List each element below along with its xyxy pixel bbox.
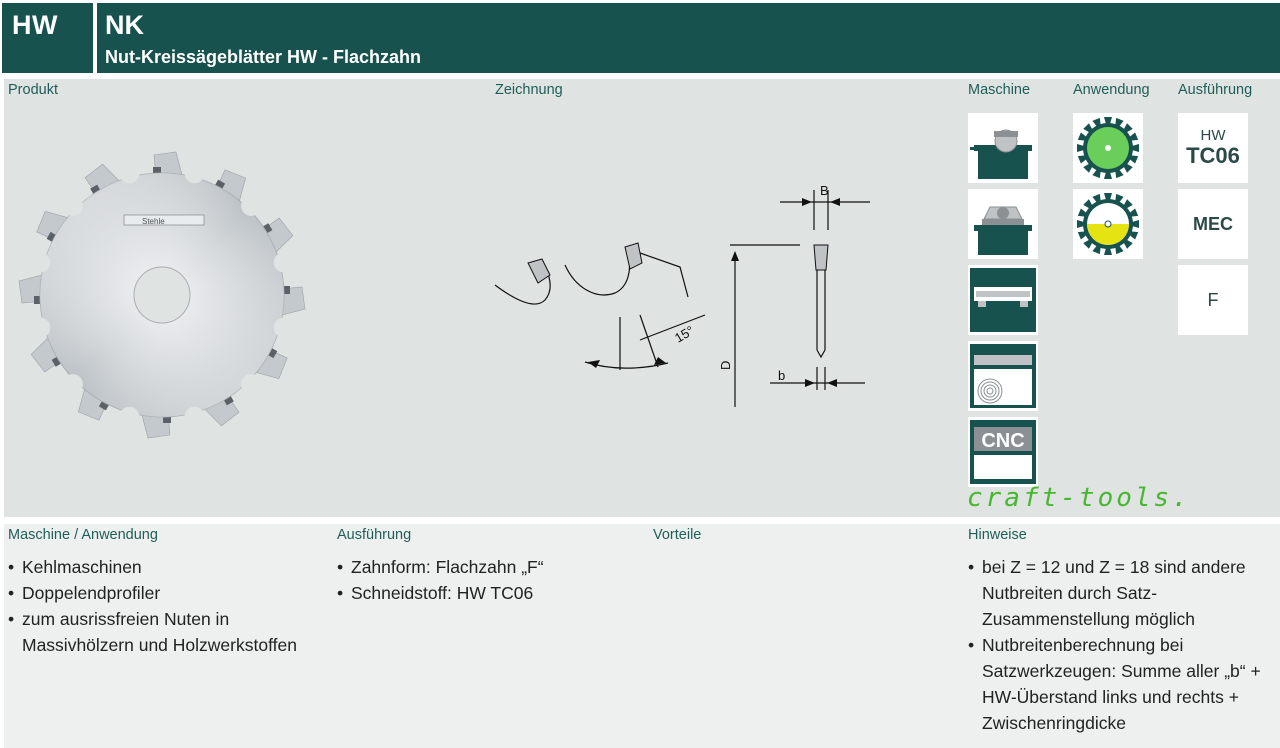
blade-yellow-icon — [1073, 189, 1143, 259]
label-notes: Hinweise — [968, 527, 1027, 543]
dim-D-label: D — [718, 361, 733, 370]
list-item: bei Z = 12 und Z = 18 sind andere Nutbre… — [968, 554, 1273, 632]
list-item: Doppelendprofiler — [8, 580, 328, 606]
label-product: Produkt — [8, 82, 58, 98]
machine-application-list: Kehlmaschinen Doppelendprofiler zum ausr… — [8, 554, 328, 658]
label-drawing: Zeichnung — [495, 82, 563, 98]
list-item: zum ausrissfreien Nuten in Massivhölzern… — [8, 606, 328, 658]
execution-list: Zahnform: Flachzahn „F“ Schneidstoff: HW… — [337, 554, 637, 606]
label-machine: Maschine — [968, 82, 1031, 98]
list-item: Nutbreitenberechnung bei Satzwerkzeugen:… — [968, 632, 1273, 736]
header-code-block: HW — [2, 3, 93, 73]
technical-drawing: B b D 15° — [494, 183, 870, 407]
blade-brand-plate: Stehle — [142, 217, 165, 226]
header-code: HW — [12, 10, 58, 40]
execution-mec-box: MEC — [1178, 189, 1248, 259]
label-execution: Ausführung — [1178, 82, 1253, 98]
execution-f-label: F — [1207, 289, 1219, 310]
brand-logo: craft-tools. — [967, 483, 1191, 513]
label-application: Anwendung — [1073, 82, 1150, 98]
edge-bander-icon — [968, 341, 1038, 411]
table-saw-icon — [968, 113, 1038, 183]
list-item: Kehlmaschinen — [8, 554, 328, 580]
header-subtitle: Nut-Kreissägeblätter HW - Flachzahn — [105, 47, 422, 67]
moulder-icon — [968, 265, 1038, 335]
list-item: Zahnform: Flachzahn „F“ — [337, 554, 637, 580]
label-machine-application: Maschine / Anwendung — [8, 527, 158, 543]
cnc-icon: CNC — [968, 417, 1038, 487]
execution-hw-label: HW — [1200, 127, 1226, 144]
double-end-profiler-icon — [968, 189, 1038, 259]
header-title: NK — [105, 10, 144, 40]
blade-green-icon — [1073, 113, 1143, 183]
execution-tc06-label: TC06 — [1186, 143, 1240, 168]
dim-b-label: b — [778, 368, 785, 383]
saw-blade-image: Stehle — [18, 151, 306, 439]
notes-list: bei Z = 12 und Z = 18 sind andere Nutbre… — [968, 554, 1273, 736]
header-title-block: NK Nut-Kreissägeblätter HW - Flachzahn — [97, 3, 1280, 73]
execution-f-box: F — [1178, 265, 1248, 335]
execution-hw-tc06-box: HW TC06 — [1178, 113, 1248, 183]
label-bottom-execution: Ausführung — [337, 527, 412, 543]
dim-B-label: B — [820, 183, 829, 198]
list-item: Schneidstoff: HW TC06 — [337, 580, 637, 606]
cnc-label: CNC — [981, 430, 1024, 452]
execution-mec-label: MEC — [1193, 213, 1233, 234]
label-advantages: Vorteile — [653, 527, 702, 543]
